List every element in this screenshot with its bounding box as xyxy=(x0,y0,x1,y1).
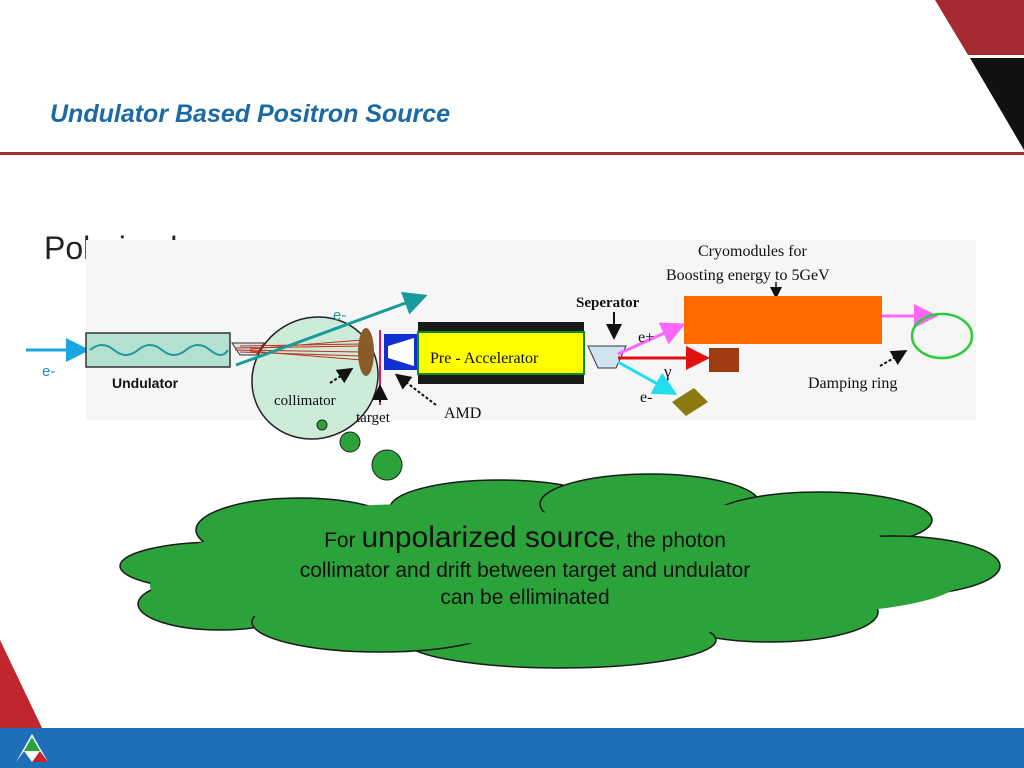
cryomodules-label-1: Cryomodules for xyxy=(698,243,808,260)
footer-bar xyxy=(0,728,1024,768)
pre-accelerator-label: Pre - Accelerator xyxy=(430,350,539,367)
thought-bubble-medium xyxy=(339,431,361,453)
pre-accelerator xyxy=(417,331,585,375)
electron-dump xyxy=(672,388,708,416)
undulator-wave xyxy=(89,344,229,356)
thought-bubble-large xyxy=(371,449,403,481)
callout-line3: can be elliminated xyxy=(440,586,610,610)
callout-line1-rest: , the photon xyxy=(614,529,726,552)
top-right-red-shape xyxy=(935,0,1024,55)
photon-dump xyxy=(709,348,739,372)
callout-emphasis: unpolarized source xyxy=(361,521,615,554)
amd-device-cut xyxy=(388,338,414,366)
separator-label: Seperator xyxy=(576,295,640,311)
incoming-beam-label: e- xyxy=(42,363,55,380)
title-divider xyxy=(0,152,1024,155)
electron-out-label: e- xyxy=(333,307,346,324)
amd-label: AMD xyxy=(444,405,481,422)
undulator-label: Undulator xyxy=(112,375,179,391)
bottom-left-red-shape xyxy=(0,640,42,728)
collimator-pointer-arrow xyxy=(329,367,354,384)
target-label: target xyxy=(356,410,391,426)
positron-arrow xyxy=(617,322,686,356)
positron-label: e+ xyxy=(638,329,654,346)
cryomodules-label-2: Boosting energy to 5GeV xyxy=(666,267,830,284)
callout-cloud-fill xyxy=(150,504,960,644)
electron-deflect-arrow xyxy=(235,291,428,367)
electron-dump-arrow xyxy=(617,360,678,395)
callout-line2: collimator and drift between target and … xyxy=(299,559,751,582)
callout-text: For unpolarized source, the photon colli… xyxy=(230,518,820,612)
separator-funnel xyxy=(587,345,627,369)
callout-prefix: For xyxy=(324,529,362,552)
collimator-label: collimator xyxy=(274,393,336,409)
logo-icon xyxy=(16,734,48,762)
amd-pointer-arrow xyxy=(394,373,437,406)
page-title: Undulator Based Positron Source xyxy=(50,100,451,128)
thought-bubble-small xyxy=(316,419,328,431)
top-right-black-shape xyxy=(970,58,1024,150)
undulator xyxy=(85,332,231,368)
electron-dump-label: e- xyxy=(640,389,652,406)
gamma-label: γ xyxy=(663,362,672,381)
cryomodules xyxy=(684,296,882,344)
target-disk xyxy=(358,328,374,376)
damping-ring xyxy=(910,312,974,360)
damping-ring-label: Damping ring xyxy=(808,375,897,392)
